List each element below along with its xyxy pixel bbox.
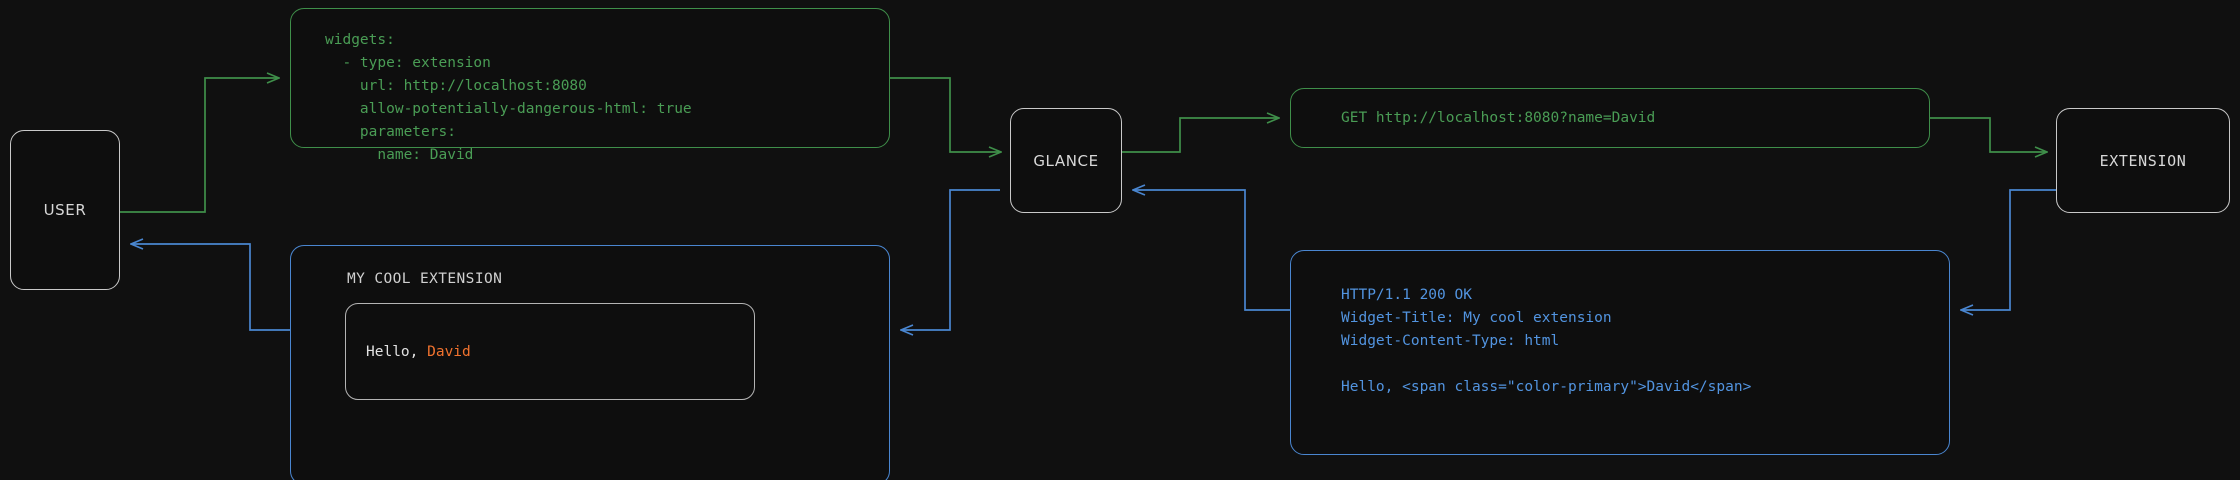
http-response-text: HTTP/1.1 200 OK Widget-Title: My cool ex… [1341, 287, 1752, 395]
node-glance-label: GLANCE [1033, 151, 1099, 170]
message-config-yaml: widgets: - type: extension url: http://l… [290, 8, 890, 163]
widget-greeting-prefix: Hello, [366, 344, 428, 360]
node-user-label: USER [43, 201, 87, 219]
message-http-request: GET http://localhost:8080?name=David [1290, 88, 1930, 148]
node-glance[interactable]: GLANCE [1010, 108, 1122, 213]
node-extension-label: EXTENSION [2099, 151, 2187, 170]
message-http-response: HTTP/1.1 200 OK Widget-Title: My cool ex… [1290, 250, 1950, 455]
config-yaml-text: widgets: - type: extension url: http://l… [325, 32, 692, 163]
http-request-text: GET http://localhost:8080?name=David [1341, 110, 1656, 126]
node-extension[interactable]: EXTENSION [2056, 108, 2230, 213]
node-user[interactable]: USER [10, 130, 120, 290]
widget-title: MY COOL EXTENSION [347, 271, 503, 287]
message-rendered-widget: MY COOL EXTENSION Hello, David [290, 245, 890, 480]
widget-greeting: Hello, David [366, 344, 471, 360]
widget-greeting-name: David [427, 344, 471, 360]
widget-body: Hello, David [345, 303, 755, 400]
